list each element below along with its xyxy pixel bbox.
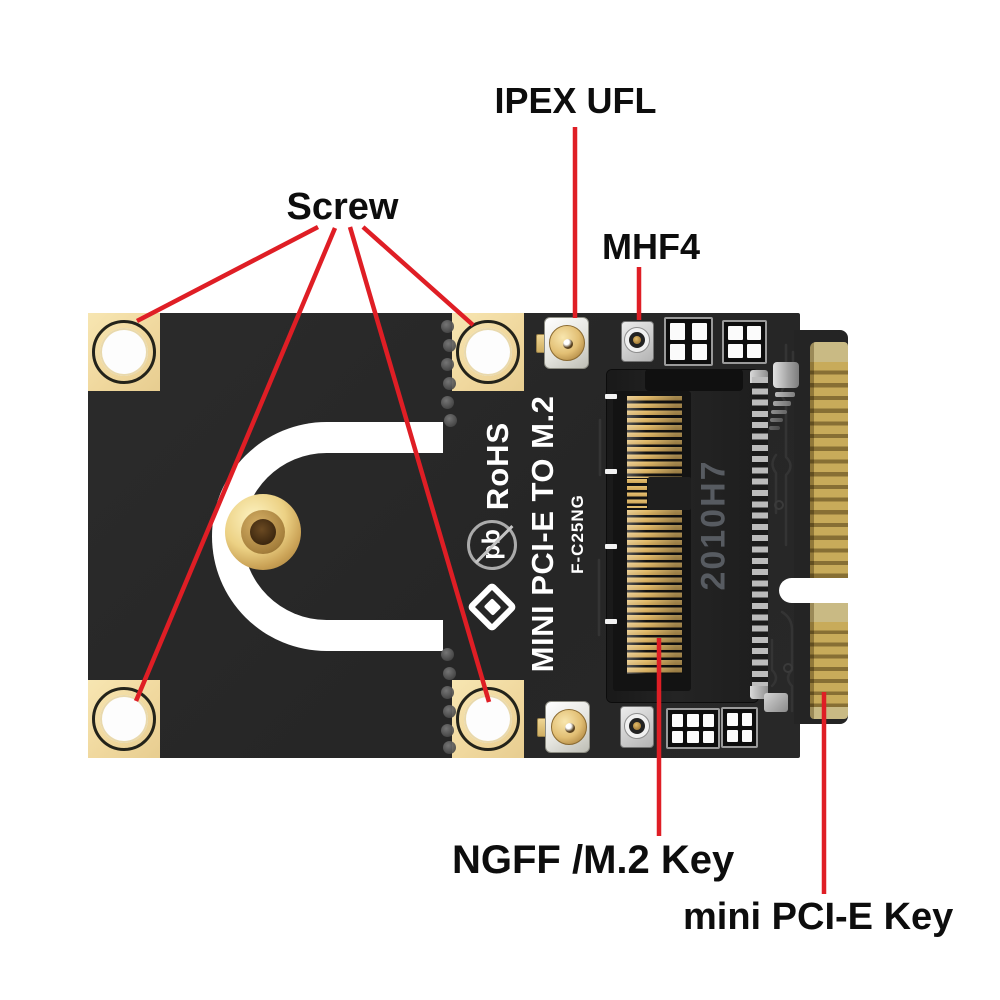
- edge-fingers-lower: [810, 622, 848, 707]
- label-screw: Screw: [286, 186, 399, 228]
- via-dot: [443, 741, 456, 754]
- via-dot: [444, 414, 457, 427]
- edge-fingers-upper: [810, 362, 848, 578]
- pin-header: [721, 707, 758, 748]
- via-dot: [441, 320, 454, 333]
- pin-header: [666, 708, 720, 749]
- m2-slot-top-cap: [645, 369, 743, 391]
- slot-pad-mark: [605, 394, 617, 399]
- standoff-hole: [250, 519, 276, 545]
- via-dot: [443, 705, 456, 718]
- label-ipex-ufl: IPEX UFL: [494, 80, 657, 121]
- via-dot: [441, 358, 454, 371]
- label-mhf4: MHF4: [602, 226, 700, 267]
- screw-hole-top-left: [88, 313, 160, 391]
- callout-line-screw-tl: [135, 225, 320, 323]
- slot-pad-mark: [605, 544, 617, 549]
- via-dot: [443, 377, 456, 390]
- edge-via-cap: [773, 362, 799, 388]
- edge-via-cap: [764, 693, 788, 712]
- via-dot: [443, 667, 456, 680]
- label-ngff-m2-key: NGFF /M.2 Key: [452, 838, 735, 882]
- m2-pins-bottom-group: [627, 510, 682, 674]
- via-dot: [443, 339, 456, 352]
- via-dot: [441, 686, 454, 699]
- silkscreen-rohs: RoHS: [480, 421, 515, 511]
- slot-solder-pins: [752, 377, 768, 693]
- mini-pcie-key-notch: [779, 578, 849, 603]
- m2-slot-marking: 2010H7: [694, 459, 733, 591]
- label-mini-pcie-key: mini PCI-E Key: [683, 896, 954, 938]
- edge-finger-band-upper: [810, 342, 848, 362]
- edge-finger-band-end: [810, 707, 848, 719]
- m2-pins-key-group: [627, 479, 647, 508]
- via-dot: [441, 724, 454, 737]
- slot-pad-mark: [605, 619, 617, 624]
- silkscreen-model: F-C25NG: [568, 494, 587, 574]
- m2-key-block: [648, 477, 691, 510]
- via-dot: [441, 396, 454, 409]
- screw-hole-bottom-left: [88, 680, 160, 758]
- edge-finger-band-lower: [810, 602, 848, 622]
- via-dot: [441, 648, 454, 661]
- pin-header: [722, 320, 767, 364]
- slot-pad-mark: [605, 469, 617, 474]
- m2-pins-top-group: [627, 396, 682, 478]
- silkscreen-title: MINI PCI-E TO M.2: [525, 395, 560, 673]
- screw-hole-bottom-right: [452, 680, 524, 758]
- screw-hole-top-right: [452, 313, 524, 391]
- ipex-ufl-contact-top: [549, 325, 585, 361]
- slot-solder-cap: [750, 686, 768, 699]
- pin-header: [664, 317, 713, 366]
- callout-line-screw-tr: [361, 225, 475, 327]
